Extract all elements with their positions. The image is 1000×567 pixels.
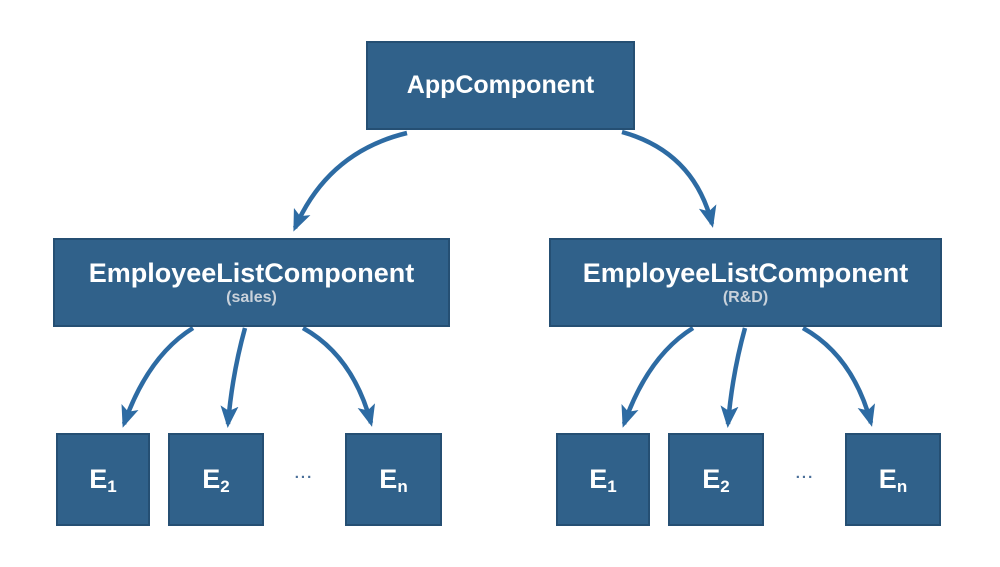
employee-list-rnd-title: EmployeeListComponent <box>582 258 909 288</box>
rnd-employee-2-label: E2 <box>702 464 730 496</box>
employee-list-rnd-subtitle: (R&D) <box>722 289 769 306</box>
sales-employee-1-label: E1 <box>89 464 117 496</box>
rnd-employee-1-node: E1 <box>556 433 650 526</box>
rnd-employee-1-label: E1 <box>589 464 617 496</box>
app-component-node: AppComponent <box>366 41 635 130</box>
sales-employee-2-label: E2 <box>202 464 230 496</box>
arrow-rnd-to-e2 <box>720 327 748 428</box>
sales-employee-2-node: E2 <box>168 433 264 526</box>
sales-employee-1-node: E1 <box>56 433 150 526</box>
arrow-app-to-sales <box>292 130 408 232</box>
arrow-sales-to-e1 <box>121 326 195 428</box>
rnd-employee-2-node: E2 <box>668 433 764 526</box>
app-component-label: AppComponent <box>406 71 595 99</box>
employee-list-sales-title: EmployeeListComponent <box>88 258 415 288</box>
employee-list-sales-node: EmployeeListComponent (sales) <box>53 238 450 327</box>
sales-employee-n-node: En <box>345 433 442 526</box>
rnd-employee-n-label: En <box>878 464 908 496</box>
rnd-ellipsis: ... <box>795 465 815 482</box>
sales-ellipsis: ... <box>294 465 314 482</box>
sales-employee-n-label: En <box>379 464 408 496</box>
arrow-sales-to-en <box>301 326 376 427</box>
arrow-app-to-rnd <box>621 129 717 228</box>
employee-list-sales-subtitle: (sales) <box>226 289 277 306</box>
rnd-employee-n-node: En <box>845 433 941 526</box>
employee-list-rnd-node: EmployeeListComponent (R&D) <box>549 238 942 327</box>
arrow-rnd-to-en <box>801 326 876 427</box>
arrow-rnd-to-e1 <box>621 326 695 428</box>
arrow-sales-to-e2 <box>220 327 248 428</box>
